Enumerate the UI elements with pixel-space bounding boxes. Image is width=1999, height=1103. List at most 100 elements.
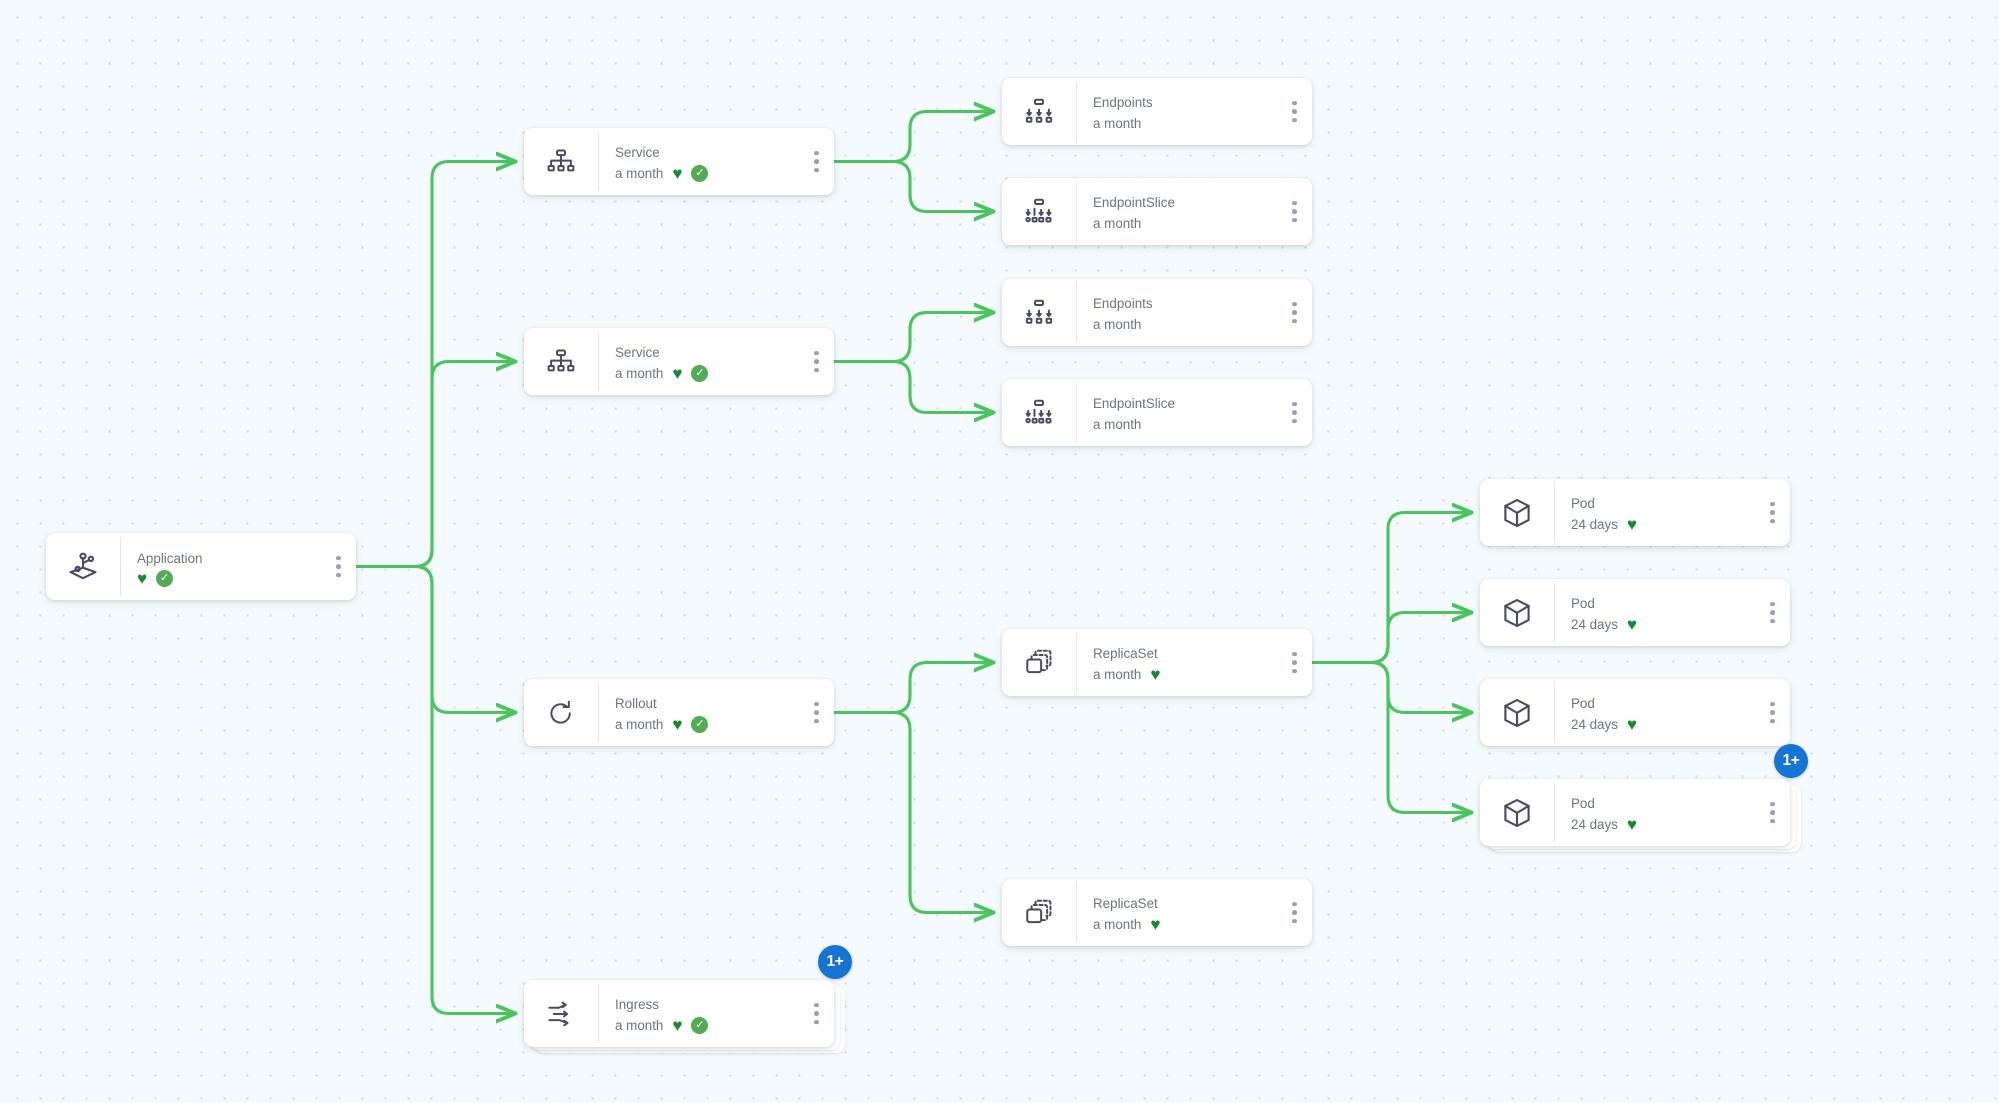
pod-icon bbox=[1480, 596, 1554, 630]
node-kebab-menu-icon[interactable] bbox=[814, 350, 819, 373]
node-kebab-menu-icon[interactable] bbox=[814, 150, 819, 173]
edge-rollout-canary-demo-to-replicaset-7f89b8b978 bbox=[832, 663, 993, 715]
node-title: canary-demo bbox=[615, 692, 834, 693]
health-status-healthy-icon: ♥ bbox=[1150, 665, 1161, 685]
node-age: a month bbox=[1093, 215, 1142, 231]
node-meta: a month ♥ ✓ bbox=[615, 364, 834, 384]
node-kind: Application bbox=[137, 550, 203, 566]
node-kebab-menu-icon[interactable] bbox=[1292, 901, 1297, 924]
resource-node-endpointslice-canary-demo-clpjw[interactable]: canary-demo-clpjw EndpointSlice a month bbox=[1002, 178, 1312, 245]
sync-status-synced-icon: ✓ bbox=[691, 716, 709, 734]
node-title: canary-demo-7f89b8b97... bbox=[1571, 792, 1790, 793]
node-kebab-menu-icon[interactable] bbox=[1770, 501, 1775, 524]
node-age: a month bbox=[1093, 115, 1142, 131]
sync-status-synced-icon: ✓ bbox=[156, 570, 174, 588]
node-age: a month bbox=[1093, 916, 1142, 932]
health-status-healthy-icon: ♥ bbox=[672, 715, 683, 735]
resource-node-pod-3[interactable]: canary-demo-7f89b8b97... Pod 24 days♥ bbox=[1480, 679, 1790, 746]
edge-service-canary-demo-to-endpoints-canary-demo bbox=[832, 112, 993, 164]
resource-node-replicaset-967754b4c[interactable]: canary-demo-967754b4c ReplicaSet a month… bbox=[1002, 879, 1312, 946]
node-kebab-menu-icon[interactable] bbox=[1292, 301, 1297, 324]
node-meta: a month♥ bbox=[1093, 666, 1312, 683]
edge-replicaset-7f89b8b978-to-pod-3 bbox=[1310, 660, 1471, 713]
sync-status-synced-icon: ✓ bbox=[691, 1017, 709, 1035]
node-age: a month bbox=[615, 716, 664, 732]
node-body: canary-demo-7f89b8b97... Pod 24 days♥ bbox=[1554, 782, 1790, 843]
node-age: a month bbox=[615, 365, 664, 381]
node-kebab-menu-icon[interactable] bbox=[1292, 401, 1297, 424]
health-status-healthy-icon: ♥ bbox=[672, 364, 683, 384]
resource-node-pod-1[interactable]: canary-demo-7f89b8b97... Pod 24 days♥ bbox=[1480, 479, 1790, 546]
node-meta: a month♥✓ bbox=[615, 1017, 834, 1035]
node-age: a month bbox=[1093, 316, 1142, 332]
node-kebab-menu-icon[interactable] bbox=[1292, 100, 1297, 123]
pod-icon bbox=[1480, 796, 1554, 830]
resource-node-rollout-canary-demo[interactable]: canary-demo Rollout a month ♥ ✓ bbox=[524, 679, 834, 746]
hidden-children-count-badge[interactable]: 1+ bbox=[818, 945, 852, 979]
edge-rollout-canary-demo-to-replicaset-967754b4c bbox=[832, 710, 993, 913]
node-body: canary-demo Service a month♥✓ bbox=[598, 131, 834, 192]
resource-node-pod-4[interactable]: canary-demo-7f89b8b97... Pod 24 days♥ bbox=[1480, 779, 1790, 846]
node-body: canary-demo-7f89b8b97... Pod 24 days♥ bbox=[1554, 682, 1790, 743]
node-kebab-menu-icon[interactable] bbox=[1292, 651, 1297, 674]
node-kebab-menu-icon[interactable] bbox=[336, 555, 341, 578]
hidden-children-count-badge[interactable]: 1+ bbox=[1774, 744, 1808, 778]
node-body: canary-demo Ingress a month♥✓ bbox=[598, 983, 834, 1044]
node-body: canary-demo Rollout a month ♥ ✓ bbox=[598, 682, 834, 743]
resource-node-endpoints-canary-demo-preview[interactable]: canary-demo-preview Endpoints a month bbox=[1002, 279, 1312, 346]
resource-node-application[interactable]: canary-demo Application ♥ ✓ bbox=[46, 533, 356, 600]
replicaset-icon bbox=[1002, 647, 1076, 679]
node-body: canary-demo-preview Service a month♥✓ bbox=[598, 331, 834, 392]
edge-service-canary-demo-preview-to-endpointslice-canary-demo-preview-v bbox=[832, 359, 993, 413]
health-status-healthy-icon: ♥ bbox=[1626, 615, 1637, 635]
endpointslice-icon bbox=[1002, 397, 1076, 429]
node-kind: Service bbox=[615, 345, 660, 361]
node-title: canary-demo bbox=[137, 546, 356, 548]
node-kebab-menu-icon[interactable] bbox=[1292, 200, 1297, 223]
node-kebab-menu-icon[interactable] bbox=[1770, 701, 1775, 724]
node-age: 24 days bbox=[1571, 716, 1618, 732]
health-status-healthy-icon: ♥ bbox=[1150, 915, 1161, 935]
health-status-healthy-icon: ♥ bbox=[137, 569, 148, 589]
node-meta: a month ♥ ✓ bbox=[615, 715, 834, 735]
node-title: canary-demo-preview bbox=[1093, 292, 1312, 293]
node-title: canary-demo-967754b4c bbox=[1093, 892, 1312, 893]
edge-application-to-service-canary-demo bbox=[354, 162, 515, 569]
resource-node-pod-2[interactable]: canary-demo-7f89b8b97... Pod 24 days♥ bbox=[1480, 579, 1790, 646]
resource-node-ingress-canary-demo[interactable]: canary-demo Ingress a month♥✓ bbox=[524, 980, 834, 1047]
edge-application-to-rollout-canary-demo bbox=[354, 564, 515, 713]
node-age: 24 days bbox=[1571, 616, 1618, 632]
node-body: canary-demo-clpjw EndpointSlice a month bbox=[1076, 181, 1312, 242]
node-kebab-menu-icon[interactable] bbox=[1770, 601, 1775, 624]
node-kind: Pod bbox=[1571, 796, 1595, 812]
sync-status-synced-icon: ✓ bbox=[691, 365, 709, 383]
service-icon bbox=[524, 346, 598, 378]
node-kebab-menu-icon[interactable] bbox=[814, 1002, 819, 1025]
node-age: a month bbox=[615, 1017, 664, 1033]
node-kind: Pod bbox=[1571, 596, 1595, 612]
health-status-healthy-icon: ♥ bbox=[672, 164, 683, 184]
health-status-healthy-icon: ♥ bbox=[1626, 715, 1637, 735]
node-kind: Ingress bbox=[615, 997, 659, 1013]
edge-application-to-ingress-canary-demo bbox=[354, 564, 515, 1014]
node-body: canary-demo-967754b4c ReplicaSet a month… bbox=[1076, 882, 1312, 943]
node-age: a month bbox=[615, 165, 664, 181]
edge-replicaset-7f89b8b978-to-pod-2 bbox=[1310, 613, 1471, 665]
node-age: 24 days bbox=[1571, 816, 1618, 832]
resource-node-service-canary-demo-preview[interactable]: canary-demo-preview Service a month♥✓ bbox=[524, 328, 834, 395]
node-kind: Service bbox=[615, 145, 660, 161]
node-kebab-menu-icon[interactable] bbox=[814, 701, 819, 724]
resource-node-endpoints-canary-demo[interactable]: canary-demo Endpoints a month bbox=[1002, 78, 1312, 145]
node-kind: EndpointSlice bbox=[1093, 396, 1175, 412]
resource-node-replicaset-7f89b8b978[interactable]: canary-demo-7f89b8b978 ReplicaSet a mont… bbox=[1002, 629, 1312, 696]
node-kind: Rollout bbox=[615, 696, 657, 712]
node-body: canary-demo-preview Endpoints a month bbox=[1076, 282, 1312, 343]
service-icon bbox=[524, 146, 598, 178]
node-meta: 24 days♥ bbox=[1571, 516, 1790, 533]
resource-node-service-canary-demo[interactable]: canary-demo Service a month♥✓ bbox=[524, 128, 834, 195]
node-meta: a month bbox=[1093, 316, 1312, 333]
node-body: canary-demo-preview-v... EndpointSlice a… bbox=[1076, 382, 1312, 443]
node-kebab-menu-icon[interactable] bbox=[1770, 801, 1775, 824]
resource-node-endpointslice-canary-demo-preview-v[interactable]: canary-demo-preview-v... EndpointSlice a… bbox=[1002, 379, 1312, 446]
